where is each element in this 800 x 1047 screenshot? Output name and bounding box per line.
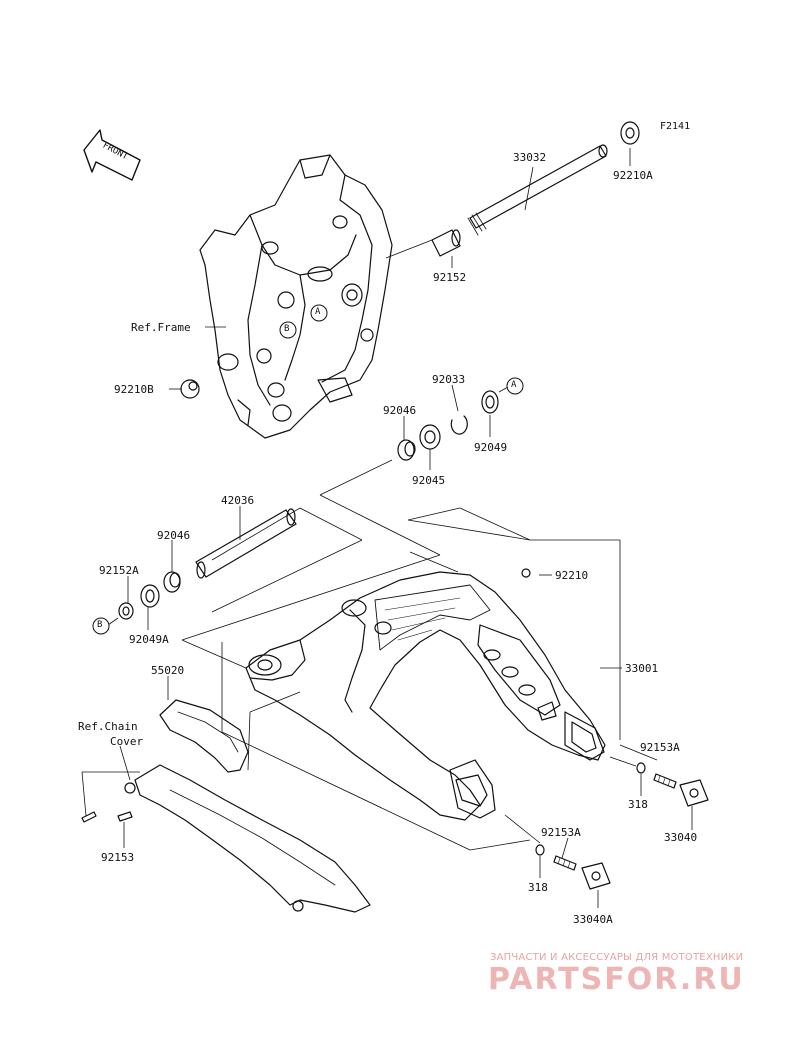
label-92152: 92152 xyxy=(433,271,467,284)
bearing-92045 xyxy=(419,424,441,450)
label-ref-chain-cover-line1: Ref.Chain xyxy=(78,720,138,733)
callout-b-circle-collar xyxy=(92,617,110,635)
seal-92049a xyxy=(140,584,160,608)
plate-33040a xyxy=(581,862,611,890)
label-92153a-right: 92153A xyxy=(640,741,680,754)
swingarm-33001 xyxy=(245,568,606,821)
label-42036: 42036 xyxy=(221,494,255,507)
nut-318-bottom xyxy=(535,844,545,856)
label-55020: 55020 xyxy=(151,664,185,677)
bolt-92153a-right xyxy=(653,773,677,789)
label-92049: 92049 xyxy=(474,441,508,454)
label-92210a: 92210A xyxy=(613,169,653,182)
collar-92152 xyxy=(431,229,461,257)
nut-92210a xyxy=(620,121,640,145)
callout-b-circle-frame xyxy=(279,321,297,339)
bolt-92153-b xyxy=(117,811,133,822)
label-318-right: 318 xyxy=(628,798,648,811)
callout-a-frame: A xyxy=(315,307,321,317)
callout-b-frame: B xyxy=(284,324,290,334)
label-ref-chain-cover-line2: Cover xyxy=(110,735,144,748)
bearing-92046-lower xyxy=(163,571,181,593)
collar-92152a xyxy=(118,602,134,620)
chain-cover-ref xyxy=(124,764,371,913)
circlip-92033 xyxy=(450,415,468,435)
bolt-92153-a xyxy=(81,811,97,823)
watermark-logo: PARTSFOR.RU xyxy=(488,962,745,997)
sleeve-42036 xyxy=(195,508,297,579)
nut-92210b xyxy=(180,379,200,399)
callout-a-seal: A xyxy=(511,380,517,390)
label-92046-upper: 92046 xyxy=(383,404,417,417)
plate-33040 xyxy=(679,779,709,807)
bearing-92046-upper xyxy=(397,439,416,461)
label-92046-lower: 92046 xyxy=(157,529,191,542)
label-92152a: 92152A xyxy=(99,564,139,577)
label-33040: 33040 xyxy=(664,831,698,844)
label-318-bottom: 318 xyxy=(528,881,548,894)
figure-id: F2141 xyxy=(660,121,691,132)
label-92153: 92153 xyxy=(101,851,135,864)
callout-a-circle-seal xyxy=(506,377,524,395)
pivot-shaft-33032 xyxy=(467,144,608,236)
callout-b-collar: B xyxy=(97,620,103,630)
label-92045: 92045 xyxy=(412,474,446,487)
label-92153a-bottom: 92153A xyxy=(541,826,581,839)
front-arrow-icon: FRONT xyxy=(83,129,141,181)
label-92049a: 92049A xyxy=(129,633,169,646)
nut-318-right xyxy=(636,762,646,774)
label-ref-frame: Ref.Frame xyxy=(131,321,191,334)
leader-lines xyxy=(81,148,693,908)
bolt-92153a-bottom xyxy=(553,855,577,871)
frame-drawing xyxy=(199,154,393,439)
label-92210: 92210 xyxy=(555,569,589,582)
label-33040a: 33040A xyxy=(573,913,613,926)
watermark-tagline: ЗАПЧАСТИ И АКСЕССУАРЫ ДЛЯ МОТОТЕХНИКИ xyxy=(490,952,744,963)
chain-guard-55020 xyxy=(159,699,249,773)
seal-92049 xyxy=(481,390,499,414)
label-33032: 33032 xyxy=(513,151,547,164)
callout-a-circle-frame xyxy=(310,304,328,322)
label-33001: 33001 xyxy=(625,662,659,675)
label-92210b: 92210B xyxy=(114,383,154,396)
label-92033: 92033 xyxy=(432,373,466,386)
front-arrow-label: FRONT xyxy=(101,141,130,163)
